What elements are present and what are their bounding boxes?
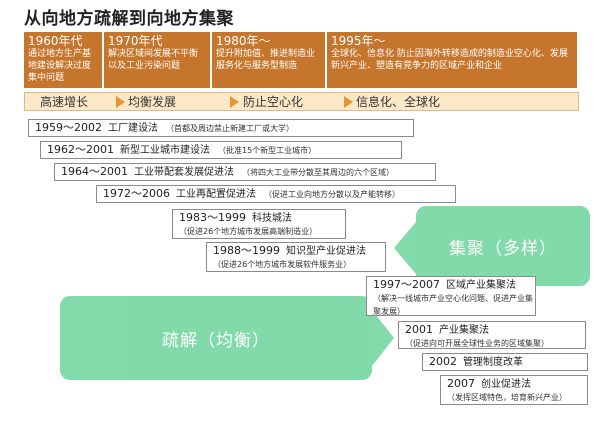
era-1995: 1995年～ 全球化、信息化 防止因海外转移造成的制造业空心化、发展新兴产业、塑… <box>327 32 579 88</box>
law-years: 1988～1999 <box>213 244 280 257</box>
law-item: 1959～2002 工厂建设法 （首都及周边禁止新建工厂或大学） <box>28 119 414 137</box>
law-item: 2002 管理制度改革 <box>422 353 588 371</box>
era-1980: 1980年～ 提升附加值、推进制造业服务化与服务型制造 <box>212 32 327 88</box>
era-year-text: 1995年～ <box>331 34 386 48</box>
era-desc: 提升附加值、推进制造业服务化与服务型制造 <box>216 49 316 71</box>
law-item: 2001 产业集聚法 （促进向可开展全球性业务的区域集聚） <box>398 321 586 349</box>
law-name: 创业促进法 <box>481 379 531 390</box>
cluster-label: 集聚（多样） <box>449 238 557 259</box>
page-title: 从向地方疏解到向地方集聚 <box>24 9 234 29</box>
law-note: （批准15个新型工业城市） <box>218 146 317 155</box>
law-name: 产业集聚法 <box>439 325 489 336</box>
era-year: 1980年～ <box>216 34 271 48</box>
law-item: 1988～1999 知识型产业促进法 （促进26个地方城市发展软件服务业） <box>206 242 386 272</box>
era-1960s: 1960年代 通过地方生产基地建设解决过度集中问题 <box>24 32 104 88</box>
phase-label: 均衡发展 <box>128 95 177 109</box>
law-name: 工厂建设法 <box>108 123 158 134</box>
era-desc: 通过地方生产基地建设解决过度集中问题 <box>28 49 92 83</box>
law-note: （首都及周边禁止新建工厂或大学） <box>166 124 294 133</box>
disperse-label: 疏解（均衡） <box>162 330 270 351</box>
law-name: 工业再配置促进法 <box>176 189 256 200</box>
law-note: （将四大工业带分散至其周边的六个区域） <box>242 168 394 177</box>
law-note: （促进26个地方城市发展软件服务业） <box>213 260 352 269</box>
law-note: （发挥区域特色，培育新兴产业） <box>447 393 567 402</box>
law-name: 区域产业集聚法 <box>446 280 516 291</box>
law-years: 1983～1999 <box>179 211 246 224</box>
law-name: 新型工业城市建设法 <box>120 145 210 156</box>
phase-arrow-icon <box>344 96 353 108</box>
law-item: 2007 创业促进法 （发挥区域特色，培育新兴产业） <box>440 375 588 405</box>
phase-label: 防止空心化 <box>243 95 304 109</box>
law-years: 2007 <box>447 377 475 390</box>
cluster-shape: 集聚（多样） <box>416 206 590 286</box>
phase-arrow-icon <box>116 96 125 108</box>
disperse-arrow-icon <box>372 310 394 366</box>
law-item: 1983～1999 科技城法 （促进26个地方城市发展高端制造业） <box>172 209 346 239</box>
law-years: 2001 <box>405 323 433 336</box>
law-item: 1964～2001 工业带配套发展促进法 （将四大工业带分散至其周边的六个区域） <box>54 163 436 181</box>
phase-band <box>24 92 579 111</box>
era-year: 1970年代 <box>108 34 163 48</box>
era-desc: 全球化、信息化 防止因海外转移造成的制造业空心化、发展新兴产业、塑造有竞争力的区… <box>331 49 568 71</box>
law-note: （促进向可开展全球性业务的区域集聚） <box>405 339 549 348</box>
law-years: 1972～2006 <box>103 187 170 200</box>
law-years: 1964～2001 <box>61 165 128 178</box>
phase-arrow-icon <box>230 96 239 108</box>
era-desc: 解决区域间发展不平衡以及工业污染问题 <box>108 49 199 71</box>
law-item: 1972～2006 工业再配置促进法 （促进工业向地方分散以及产能转移） <box>96 185 456 203</box>
phase-label: 信息化、全球化 <box>356 95 441 109</box>
law-note: （促进26个地方城市发展高端制造业） <box>179 227 318 236</box>
law-note: （解决一线城市产业空心化问题、促进产业集聚发展） <box>373 294 533 316</box>
law-name: 科技城法 <box>252 213 292 224</box>
law-name: 管理制度改革 <box>463 357 523 368</box>
law-name: 知识型产业促进法 <box>286 246 366 257</box>
law-years: 1959～2002 <box>35 121 102 134</box>
era-year: 1960年代 <box>28 34 83 48</box>
law-item: 1997～2007 区域产业集聚法 （解决一线城市产业空心化问题、促进产业集聚发展） <box>366 276 536 316</box>
law-years: 1997～2007 <box>373 278 440 291</box>
law-name: 工业带配套发展促进法 <box>134 167 234 178</box>
law-note: （促进工业向地方分散以及产能转移） <box>264 190 400 199</box>
law-years: 2002 <box>429 355 457 368</box>
phase-label: 高速增长 <box>40 95 89 109</box>
cluster-arrow-icon <box>394 222 416 274</box>
era-1970s: 1970年代 解决区域间发展不平衡以及工业污染问题 <box>104 32 212 88</box>
disperse-shape: 疏解（均衡） <box>60 296 372 380</box>
law-item: 1962～2001 新型工业城市建设法 （批准15个新型工业城市） <box>40 141 402 159</box>
era-year: 1995年～ <box>331 34 573 48</box>
law-years: 1962～2001 <box>47 143 114 156</box>
